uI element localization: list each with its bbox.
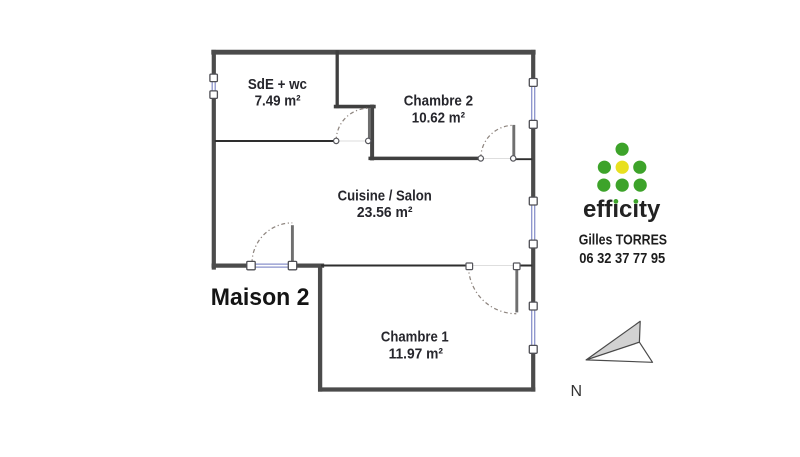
svg-text:10.62 m²: 10.62 m² — [412, 109, 465, 126]
svg-text:SdE + wc: SdE + wc — [248, 76, 307, 93]
svg-text:Gilles TORRES: Gilles TORRES — [579, 232, 667, 249]
svg-text:7.49 m²: 7.49 m² — [255, 93, 301, 110]
svg-text:Chambre 2: Chambre 2 — [404, 92, 473, 109]
svg-text:11.97 m²: 11.97 m² — [389, 345, 443, 362]
svg-text:23.56 m²: 23.56 m² — [357, 204, 413, 221]
svg-text:N: N — [571, 383, 583, 400]
svg-text:effıcıty: effıcıty — [583, 196, 661, 223]
svg-text:Chambre 1: Chambre 1 — [381, 329, 449, 346]
svg-text:Cuisine / Salon: Cuisine / Salon — [338, 188, 432, 205]
svg-text:06 32 37 77 95: 06 32 37 77 95 — [579, 250, 665, 267]
svg-text:Maison 2: Maison 2 — [211, 284, 310, 311]
